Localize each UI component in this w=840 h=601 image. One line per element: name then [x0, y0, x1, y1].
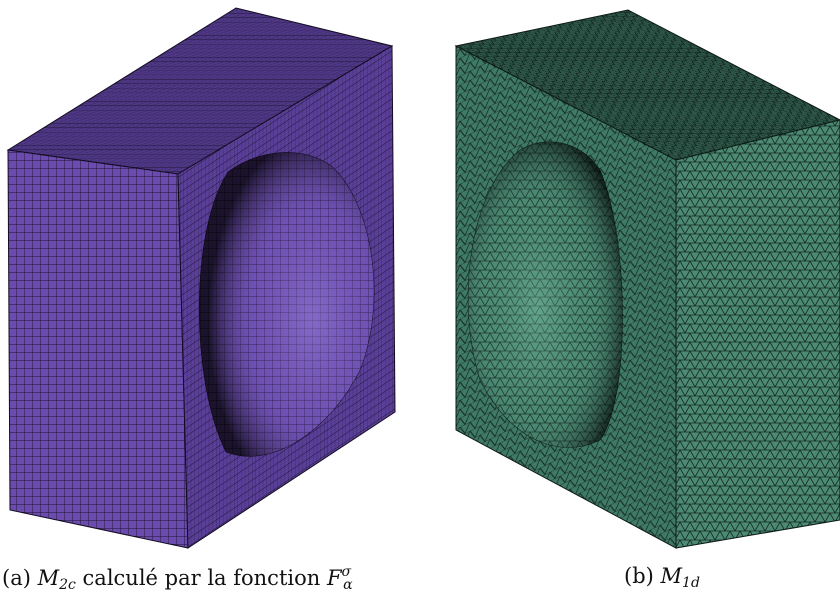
caption-a: (a) M2c calculé par la fonction Fσα [2, 564, 353, 593]
figure-meshes [6, 7, 840, 549]
caption-a-symbol: M [37, 566, 60, 590]
panel-b-bump-shading [468, 141, 623, 448]
caption-a-function-sub: α [343, 577, 353, 593]
caption-a-function: F [326, 566, 342, 590]
caption-a-text: calculé par la fonction [82, 566, 321, 590]
panel-b-mesh [454, 9, 840, 549]
caption-b-symbol: M [660, 564, 683, 588]
panel-a-mesh [6, 7, 396, 549]
caption-a-subscript: 2c [59, 577, 76, 593]
caption-b-subscript: 1d [682, 575, 700, 591]
caption-b: (b) M1d [624, 564, 700, 591]
panel-b-front-face [675, 119, 840, 549]
caption-a-function-sup: σ [341, 564, 352, 580]
caption-a-label: (a) [2, 566, 31, 590]
panel-a-front-face [7, 149, 189, 549]
caption-b-label: (b) [624, 564, 654, 588]
panel-a-bump-shading [199, 152, 375, 457]
